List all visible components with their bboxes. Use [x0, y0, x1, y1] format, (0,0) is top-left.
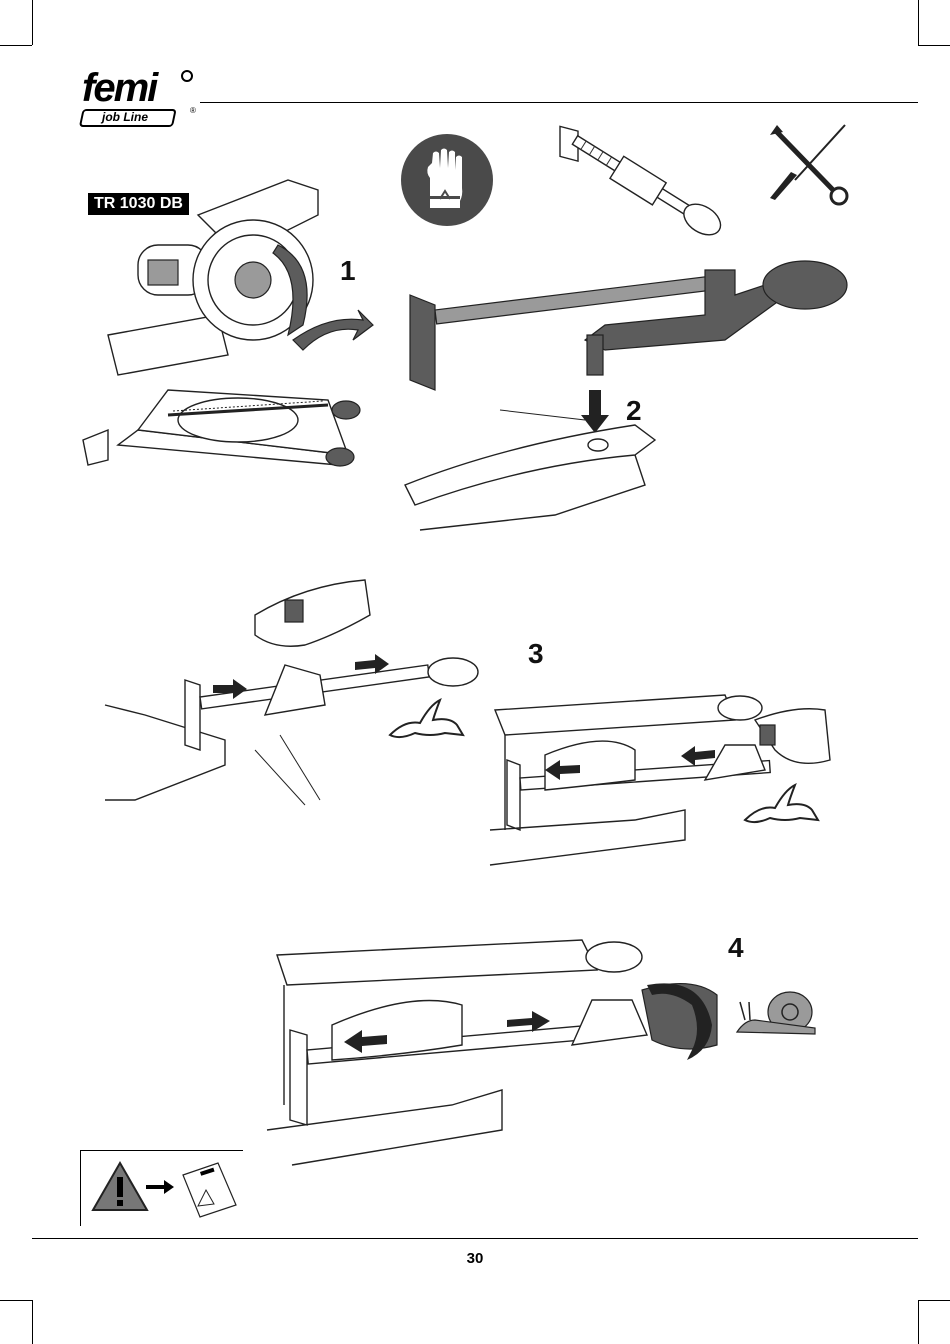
page-number: 30 [0, 1250, 950, 1267]
clamp-icon [555, 120, 745, 245]
clamp-slide-left-illustration [105, 575, 480, 805]
brand-registered: ® [190, 106, 196, 115]
clamp-slide-right-illustration [485, 690, 835, 865]
snail-icon [735, 990, 820, 1035]
crop-mark-tl-h [0, 45, 32, 46]
brand-subline: job Line [102, 110, 148, 124]
warning-triangle-icon [90, 1160, 150, 1215]
rabbit-icon [385, 695, 465, 740]
crop-mark-bl-v [32, 1300, 33, 1344]
crop-mark-br-v [918, 1300, 919, 1344]
gloves-icon [400, 133, 495, 228]
manual-icon [178, 1160, 240, 1220]
footer-rule [32, 1238, 918, 1239]
crop-mark-tr-v [918, 0, 919, 45]
tools-icon [765, 120, 855, 210]
brand-logo: femi job Line ® [80, 70, 205, 130]
miter-saw-illustration [78, 175, 368, 485]
arrow-right-icon [146, 1180, 176, 1194]
crop-mark-br-h [918, 1300, 950, 1301]
rabbit-icon-2 [740, 780, 820, 825]
brand-name: femi [82, 66, 156, 111]
step-number-3: 3 [528, 638, 544, 670]
clamp-tighten-illustration [262, 935, 732, 1170]
clamp-insert-illustration [405, 255, 855, 530]
crop-mark-bl-h [0, 1300, 32, 1301]
header-rule [200, 102, 918, 103]
crop-mark-tr-h [918, 45, 950, 46]
crop-mark-tl-v [32, 0, 33, 45]
